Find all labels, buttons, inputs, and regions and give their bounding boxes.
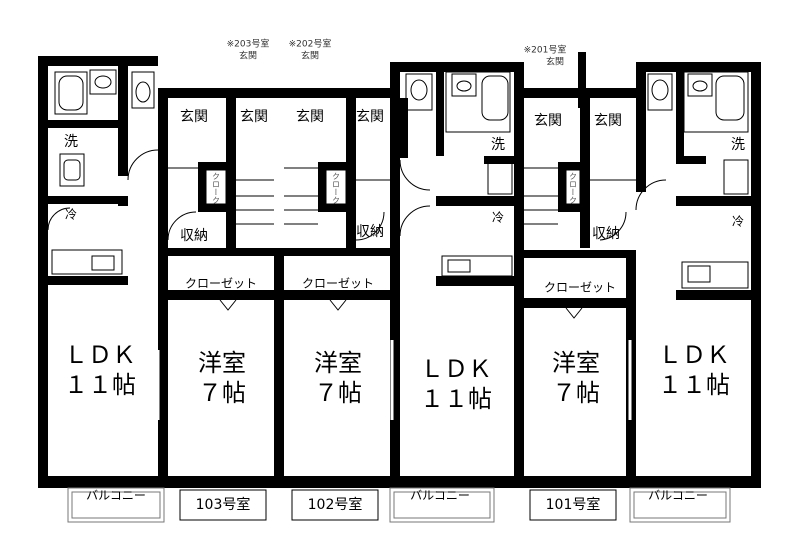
fridge-label: 冷 (732, 215, 744, 229)
balcony-label: バルコニー (86, 489, 146, 503)
cloak-label: クローク (212, 172, 221, 204)
wash-label: 洗 (731, 137, 745, 153)
wash-label: 洗 (64, 134, 78, 150)
cloak-label: クローク (569, 172, 578, 204)
wash-label: 洗 (491, 137, 505, 153)
fixtures (39, 69, 760, 420)
room-name-ldk-right: ＬＤＫ (658, 341, 730, 369)
room-name-western-103: 洋室 (198, 349, 246, 377)
entrance-label: 玄関 (534, 112, 562, 129)
room-size-ldk-center: １１帖 (420, 385, 492, 413)
note-201-entrance: 玄関 (546, 56, 564, 68)
note-201: ※201号室 (524, 44, 567, 56)
cloak-label: クローク (332, 172, 341, 204)
balcony-label: バルコニー (410, 489, 470, 503)
room-size-western-101: ７帖 (552, 379, 600, 407)
closet-label: クローゼット (544, 281, 616, 295)
note-203-entrance: 玄関 (239, 50, 257, 62)
balconies (67, 487, 731, 523)
balcony-label: バルコニー (648, 489, 708, 503)
room-size-western-103: ７帖 (198, 379, 246, 407)
note-202-entrance: 玄関 (301, 50, 319, 62)
note-202: ※202号室 (289, 38, 332, 50)
unit-number-101: 101号室 (546, 496, 601, 513)
fridge-label: 冷 (492, 211, 504, 225)
entrance-label: 玄関 (594, 112, 622, 129)
storage-label: 収納 (180, 228, 208, 244)
room-name-ldk-center: ＬＤＫ (420, 355, 492, 383)
room-size-ldk-right: １１帖 (658, 371, 730, 399)
fridge-label: 冷 (65, 208, 77, 222)
room-name-ldk-left: ＬＤＫ (64, 341, 136, 369)
entrance-label: 玄関 (180, 108, 208, 125)
entrance-label: 玄関 (356, 108, 384, 125)
entrance-label: 玄関 (296, 108, 324, 125)
entrance-label: 玄関 (240, 108, 268, 125)
room-size-ldk-left: １１帖 (64, 371, 136, 399)
room-name-western-102: 洋室 (314, 349, 362, 377)
storage-label: 収納 (592, 226, 620, 242)
closet-label: クローゼット (185, 277, 257, 291)
closet-label: クローゼット (302, 277, 374, 291)
room-size-western-102: ７帖 (314, 379, 362, 407)
unit-number-102: 102号室 (308, 496, 363, 513)
unit-number-103: 103号室 (196, 496, 251, 513)
room-name-western-101: 洋室 (552, 349, 600, 377)
storage-label: 収納 (356, 224, 384, 240)
note-203: ※203号室 (227, 38, 270, 50)
unit-number-boxes (179, 489, 617, 521)
